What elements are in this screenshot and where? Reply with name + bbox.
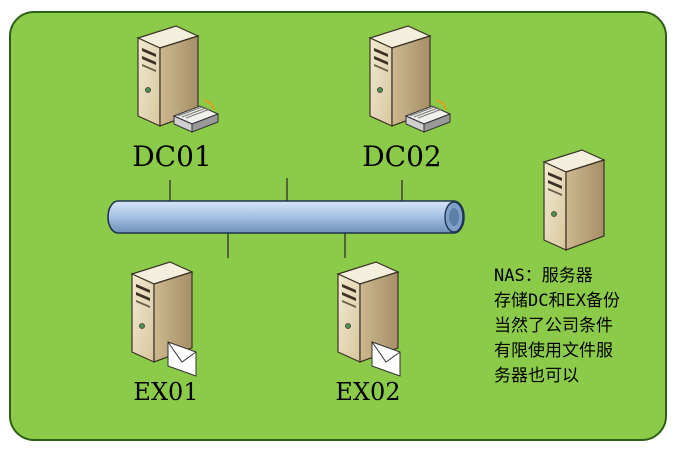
ex02-label: EX02 <box>335 378 400 406</box>
note-line: 有限使用文件服 <box>494 340 613 361</box>
ex01-label: EX01 <box>133 378 198 406</box>
server-icon <box>543 149 605 251</box>
network-bus-icon <box>107 200 465 234</box>
dc02-label: DC02 <box>362 140 442 173</box>
dc01-label: DC01 <box>132 140 212 173</box>
note-line: 务器也可以 <box>494 366 579 386</box>
note-line: 当然了公司条件 <box>494 316 613 336</box>
note-line: 存储DC和EX备份 <box>494 291 620 311</box>
note-line: NAS：服务器 <box>494 266 593 286</box>
nas-note: NAS：服务器 存储DC和EX备份 当然了公司条件 有限使用文件服 务器也可以 <box>494 266 620 386</box>
